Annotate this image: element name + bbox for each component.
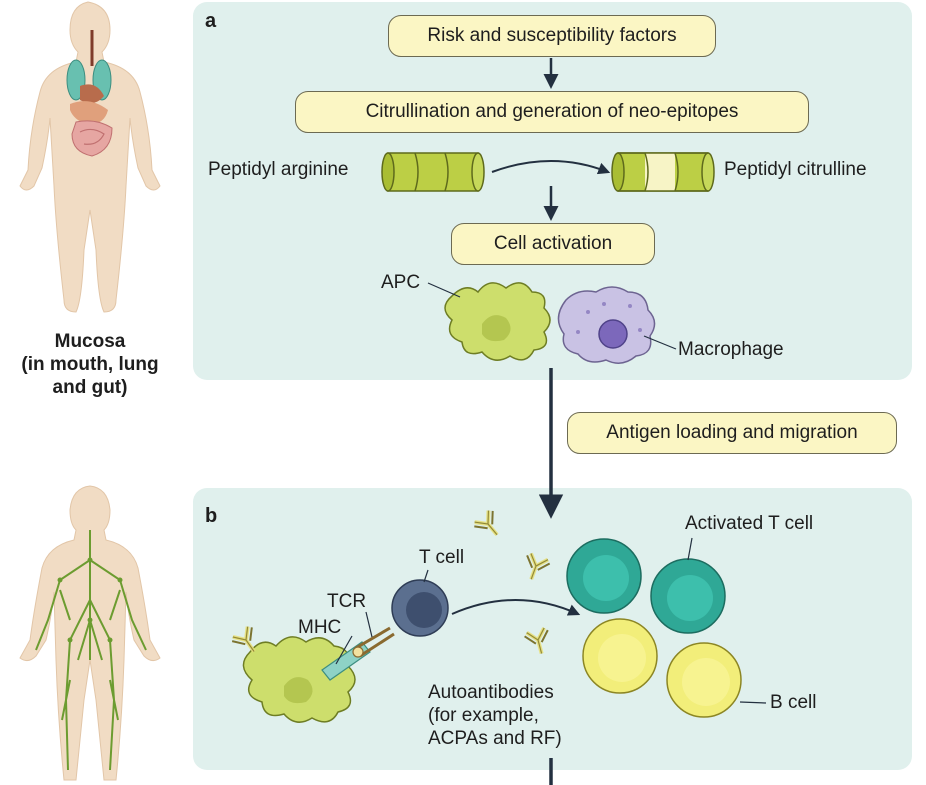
- peptidyl-arginine-label: Peptidyl arginine: [208, 159, 349, 180]
- apc-cell-panel-b: [242, 636, 356, 723]
- apc-label: APC: [381, 272, 421, 293]
- activated-t-cell-label: Activated T cell: [685, 513, 814, 534]
- t-cell-leader: [423, 569, 429, 583]
- antigen-migration-box: Antigen loading and migration: [567, 412, 897, 454]
- b-cell: [666, 642, 742, 718]
- macrophage-cell: [557, 286, 656, 364]
- b-cell-label: B cell: [770, 692, 817, 713]
- autoantibodies-label: Autoantibodies (for example, ACPAs and R…: [428, 681, 562, 750]
- lymphatic-body-figure: [19, 485, 161, 781]
- mhc-label: MHC: [298, 617, 342, 638]
- b-cell: [582, 618, 658, 694]
- mucosa-label: Mucosa (in mouth, lung and gut): [0, 330, 180, 399]
- activated-t-cell-leader: [687, 537, 693, 561]
- apc-leader: [427, 282, 461, 298]
- autoantibodies-line: (for example,: [428, 705, 539, 726]
- risk-factors-box: Risk and susceptibility factors: [388, 15, 716, 57]
- tcr-molecule: [352, 626, 395, 658]
- mhc-leader: [335, 635, 353, 665]
- apc-cell: [444, 282, 551, 361]
- macrophage-leader: [643, 335, 677, 350]
- b-cell-leader: [739, 701, 767, 704]
- panel-a-background: [193, 2, 912, 380]
- cell-activation-box: Cell activation: [451, 223, 655, 265]
- mucosa-label-line: (in mouth, lung: [21, 354, 159, 375]
- t-cell-label: T cell: [419, 547, 465, 568]
- citrullination-box: Citrullination and generation of neo-epi…: [295, 91, 809, 133]
- mucosa-label-line: Mucosa: [54, 331, 126, 352]
- peptidyl-citrulline-label: Peptidyl citrulline: [724, 159, 867, 180]
- mucosa-body-figure: [19, 1, 161, 313]
- t-cell: [391, 579, 449, 637]
- arrow-t-cell-activation: [451, 599, 581, 616]
- tcr-leader: [365, 611, 373, 638]
- activated-t-cell: [566, 538, 642, 614]
- tcr-label: TCR: [327, 591, 367, 612]
- macrophage-label: Macrophage: [678, 339, 784, 360]
- arrow-citrullination: [491, 160, 611, 175]
- mucosa-label-line: and gut): [52, 377, 128, 398]
- panel-b-letter: b: [205, 505, 218, 527]
- peptidyl-arginine-cylinder: [381, 152, 485, 192]
- panel-a-letter: a: [205, 10, 217, 32]
- peptidyl-citrulline-cylinder: [611, 152, 715, 192]
- autoantibodies-line: Autoantibodies: [428, 682, 554, 703]
- activated-t-cell: [650, 558, 726, 634]
- autoantibodies-line: ACPAs and RF): [428, 728, 562, 749]
